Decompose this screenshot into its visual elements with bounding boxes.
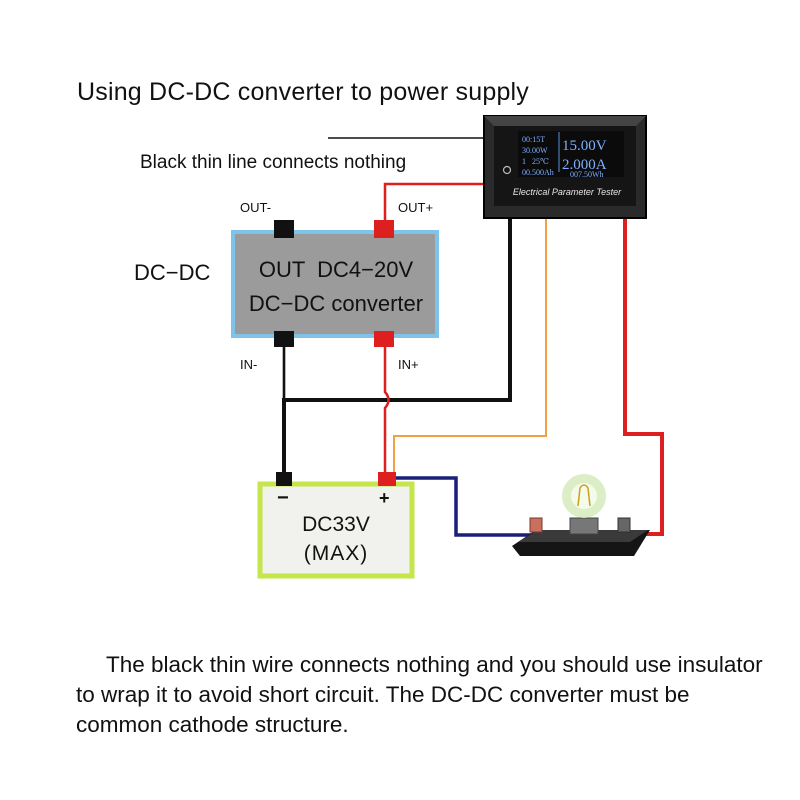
- dcdc-line1: OUT DC4−20V: [259, 257, 414, 282]
- black-wire-meter: [282, 208, 512, 480]
- bulb-socket: [569, 517, 599, 535]
- bulb-glow: [571, 483, 597, 509]
- battery-terminal-plus: [378, 472, 396, 486]
- bulb-terminal-left: [529, 517, 543, 533]
- meter-temp: 1 25℃: [522, 157, 549, 166]
- bulb-assembly: [512, 474, 650, 556]
- terminal-in-plus: [374, 331, 394, 347]
- bulb-terminal-right: [617, 517, 631, 533]
- meter-power: 30.00W: [522, 146, 548, 155]
- dcdc-line2: DC−DC converter: [249, 291, 423, 316]
- out-minus-label: OUT-: [240, 200, 271, 215]
- terminal-out-plus: [374, 220, 394, 238]
- page-title: Using DC-DC converter to power supply: [77, 78, 530, 106]
- black-thin-line-label: Black thin line connects nothing: [140, 152, 406, 173]
- dcdc-converter-box: [231, 230, 439, 338]
- terminal-out-minus: [274, 220, 294, 238]
- note-panel: [42, 648, 760, 770]
- meter-wh: 007.50Wh: [570, 170, 604, 179]
- navy-wire: [392, 476, 532, 537]
- orange-wire: [393, 214, 547, 480]
- in-minus-label: IN-: [240, 357, 257, 372]
- bottom-note: The black thin wire connects nothing and…: [76, 652, 763, 737]
- meter-ah: 00.500Ah: [522, 168, 554, 177]
- terminal-in-minus: [274, 331, 294, 347]
- battery-box: [257, 481, 415, 579]
- battery-line2: (MAX): [304, 542, 369, 565]
- bulb-base-top: [518, 530, 648, 542]
- red-wire-in-plus: [383, 342, 390, 482]
- bulb-filament-icon: [577, 484, 591, 507]
- in-plus-label: IN+: [398, 357, 419, 372]
- meter-bezel-top: [484, 116, 646, 126]
- meter-voltage: 15.00V: [562, 138, 607, 154]
- meter-caption: Electrical Parameter Tester: [513, 187, 622, 197]
- battery-line1: DC33V: [302, 513, 370, 536]
- meter-display: [518, 131, 624, 177]
- red-wire-out-plus: [383, 182, 502, 228]
- out-plus-label: OUT+: [398, 200, 433, 215]
- battery-plus-sign: +: [379, 488, 390, 508]
- meter-device: 00:15T 30.00W 1 25℃ 00.500Ah 15.00V 2.00…: [483, 115, 647, 219]
- red-wire-bulb: [623, 218, 664, 536]
- meter-time: 00:15T: [522, 135, 545, 144]
- battery-minus-sign: −: [277, 487, 289, 509]
- battery-terminal-minus: [276, 472, 292, 486]
- meter-button-icon: [502, 165, 512, 175]
- meter-current: 2.000A: [562, 157, 607, 173]
- dcdc-side-label: DC−DC: [134, 260, 211, 285]
